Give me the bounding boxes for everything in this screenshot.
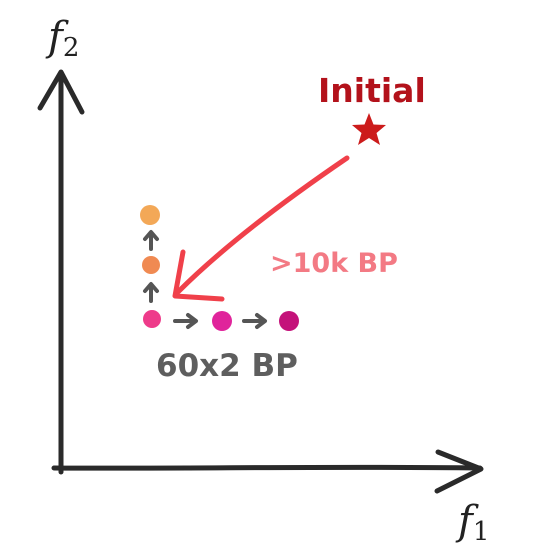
initial-label: Initial: [318, 71, 426, 110]
long-arrow-shaft: [175, 155, 350, 295]
point-corner: [143, 310, 161, 328]
x-axis-line: [51, 464, 483, 471]
long-path-cost-label: >10k BP: [270, 248, 398, 279]
x-axis-label: f1: [455, 498, 489, 547]
long-arrow-head: [172, 249, 225, 302]
step-arrows: [143, 230, 267, 329]
axes: [37, 69, 484, 494]
short-path-cost-label: 60x2 BP: [156, 348, 298, 384]
x-axis-arrowhead: [434, 449, 484, 494]
y-axis-line: [58, 75, 64, 475]
point-right-2: [279, 311, 299, 331]
star-icon: [352, 113, 386, 145]
y-axis-label: f2: [45, 14, 79, 63]
long-path-arrow: [172, 155, 350, 302]
x-axis-subscript: 1: [473, 517, 490, 547]
y-axis-subscript: 2: [63, 33, 80, 63]
point-up-2: [140, 205, 160, 225]
step-arrow-up-1: [143, 282, 159, 303]
y-axis-arrowhead: [37, 69, 85, 115]
step-arrow-right-1: [173, 313, 198, 329]
point-up-1: [142, 256, 160, 274]
step-arrow-right-2: [242, 313, 267, 329]
step-arrow-up-2: [143, 230, 159, 251]
point-right-1: [212, 311, 232, 331]
